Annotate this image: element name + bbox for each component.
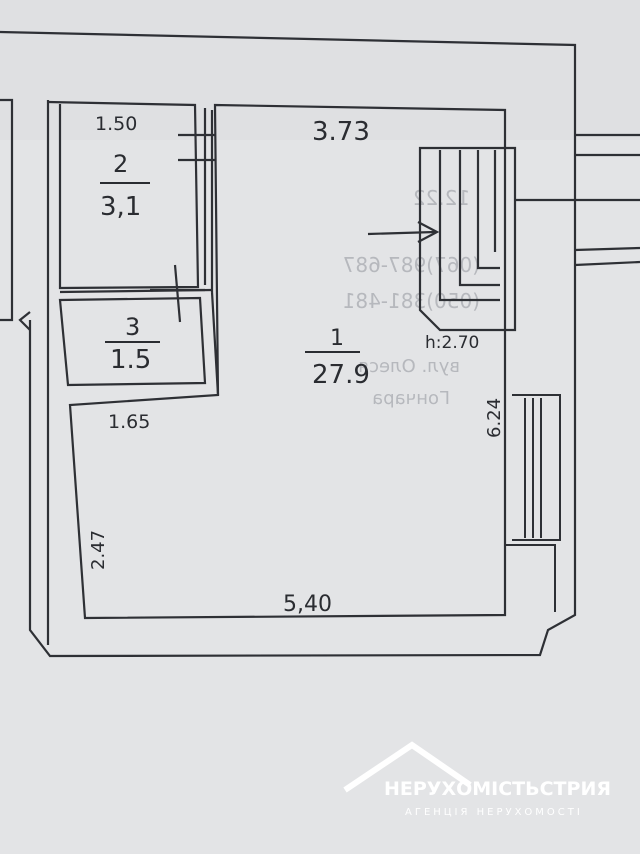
room-3 [58, 264, 220, 396]
dimension-bottom-length: 5,40 [283, 592, 332, 617]
window-panes [524, 398, 542, 538]
bleed-line-4: вул. Олеся [358, 356, 460, 377]
stair-step-2 [458, 150, 500, 287]
window-sill [505, 544, 556, 612]
dimension-left-wall: 2.47 [88, 530, 109, 570]
room-2-area: 3,1 [100, 192, 141, 222]
watermark-roof-icon [343, 741, 472, 793]
room-1-area: 27.9 [312, 360, 370, 390]
window-right [505, 394, 561, 612]
corridor-wall-top [575, 133, 640, 157]
bleed-through-text: 12.22 (067)987-687 (050)381-481 вул. Оле… [343, 186, 480, 409]
stair-step-1 [438, 150, 500, 302]
right-corridor [515, 133, 640, 267]
corridor-wall-bottom [574, 246, 640, 267]
room-2-walls [47, 100, 200, 290]
left-neighbor-wall [0, 98, 14, 322]
watermark-tagline: АГЕНЦІЯ НЕРУХОМОСТІ [405, 807, 583, 818]
room-3-width: 1.65 [108, 411, 150, 433]
room-3-door-marks [150, 264, 205, 323]
room-2-door-marks [178, 133, 215, 162]
entrance-arrow-shaft [367, 230, 436, 236]
outer-wall-outline [0, 30, 577, 658]
watermark-brand: НЕРУХОМІСТЬСТРИЯ [384, 778, 611, 800]
room-3-walls [58, 296, 207, 387]
ceiling-height: h:2.70 [425, 333, 479, 353]
dimension-right-wall: 6.24 [484, 398, 505, 438]
bleed-line-1: 12.22 [413, 186, 470, 210]
room-2-number: 2 [113, 150, 128, 178]
room-3-area: 1.5 [110, 345, 151, 375]
stair-outline [418, 146, 517, 332]
left-wall-break [18, 311, 31, 331]
room-2-door-jamb [203, 108, 214, 292]
dimension-top-width: 3.73 [312, 117, 370, 147]
paper-shadow-top [0, 0, 640, 140]
room-2-width: 1.50 [95, 113, 137, 135]
bleed-line-2: (067)987-687 [343, 253, 480, 277]
window-frame [512, 394, 561, 541]
room-1-number: 1 [330, 326, 344, 351]
room-3-number: 3 [125, 313, 140, 341]
bleed-line-5: Гончара [372, 388, 450, 409]
room-2 [47, 100, 215, 292]
staircase [367, 146, 517, 332]
agency-watermark: НЕРУХОМІСТЬСТРИЯ АГЕНЦІЯ НЕРУХОМОСТІ [343, 741, 611, 818]
entrance-arrow-head [417, 221, 440, 243]
room-label-fraction-lines [100, 182, 360, 353]
stair-step-3 [476, 150, 500, 270]
